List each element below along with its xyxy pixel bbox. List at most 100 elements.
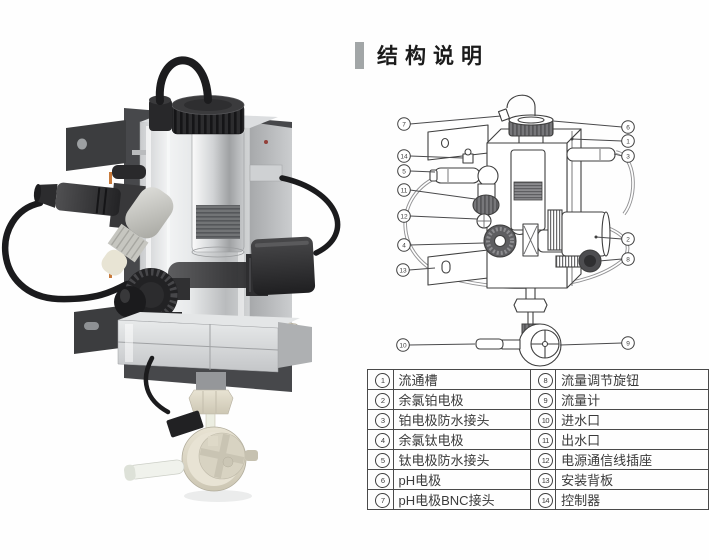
bracket-bottom — [427, 249, 489, 286]
ph-electrode — [101, 187, 174, 276]
product-photo-svg — [1, 56, 341, 502]
svg-text:10: 10 — [399, 342, 407, 349]
power-socket-fitting — [476, 213, 492, 229]
part-label-cell: 钛电极防水接头 — [392, 449, 531, 470]
diagram-callout-11: 11 — [397, 183, 476, 200]
part-num-cell: 7 — [367, 489, 394, 510]
part-num-cell: 1 — [367, 369, 394, 390]
section-title: 结构说明 — [377, 45, 489, 68]
table-row: 1 流通槽 8 流量调节旋钮 — [367, 369, 709, 390]
part-label-cell: 进水口 — [555, 409, 709, 430]
small-port — [112, 165, 146, 179]
adjust-knob — [114, 268, 190, 346]
svg-text:8: 8 — [626, 256, 630, 263]
top-cable-arc — [155, 56, 212, 105]
diagram-callout-14: 14 — [397, 149, 464, 163]
part-num-badge: 12 — [537, 453, 553, 469]
part-num-badge: 5 — [375, 453, 391, 469]
svg-text:5: 5 — [402, 168, 406, 175]
part-num-cell: 11 — [529, 429, 557, 450]
parts-table: 1 流通槽 8 流量调节旋钮 2 余氯铂电极 9 流量计 3 铂电极防水接头 1… — [367, 369, 709, 510]
inner-chamber — [510, 149, 546, 236]
part-label-cell: pH电极 — [392, 469, 531, 490]
bracket-top — [427, 124, 489, 161]
part-label-cell: pH电极BNC接头 — [392, 489, 531, 510]
platinum-electrode-cylinder — [547, 209, 611, 257]
part-num-badge: 4 — [375, 433, 391, 449]
part-num-cell: 9 — [529, 389, 557, 410]
svg-text:6: 6 — [626, 124, 630, 131]
part-num-cell: 3 — [367, 409, 394, 430]
svg-text:1: 1 — [626, 138, 630, 145]
part-num-cell: 2 — [367, 389, 394, 410]
svg-text:7: 7 — [402, 121, 406, 128]
diagram-callout-4: 4 — [397, 238, 485, 252]
part-num-cell: 13 — [529, 469, 557, 490]
titanium-electrode-wheel — [483, 224, 517, 258]
table-row: 5 钛电极防水接头 12 电源通信线插座 — [367, 449, 709, 470]
product-photo — [1, 56, 341, 502]
svg-text:4: 4 — [402, 242, 406, 249]
part-num-cell: 10 — [529, 409, 557, 430]
part-label-cell: 余氯钛电极 — [392, 429, 531, 450]
table-row: 2 余氯铂电极 9 流量计 — [367, 389, 709, 410]
bottom-plumbing — [188, 372, 234, 433]
inlet-tube — [123, 459, 185, 481]
header-accent-bar — [355, 41, 364, 69]
part-num-cell: 14 — [529, 489, 557, 510]
diagram-callout-13: 13 — [396, 263, 436, 277]
part-num-badge: 3 — [375, 413, 391, 429]
part-num-badge: 9 — [537, 393, 553, 409]
structure-diagram-svg: 7 14 5 11 12 4 13 10 6 1 3 2 8 9 — [396, 94, 635, 367]
right-port — [566, 147, 616, 162]
diagram-callout-2: 2 — [594, 232, 635, 246]
part-label-cell: 电源通信线插座 — [555, 449, 709, 470]
part-num-cell: 4 — [367, 429, 394, 450]
diagram-callout-1: 1 — [570, 134, 635, 148]
part-label-cell: 出水口 — [555, 429, 709, 450]
top-connector — [149, 95, 172, 131]
flow-adjust-knob — [555, 249, 602, 273]
part-num-badge: 7 — [375, 493, 391, 509]
inlet-port — [475, 338, 521, 350]
diagram-callout-6: 6 — [552, 120, 635, 134]
part-label-cell: 流量计 — [555, 389, 709, 410]
part-num-badge: 11 — [537, 433, 553, 449]
svg-text:12: 12 — [400, 213, 408, 220]
part-num-badge: 1 — [375, 373, 391, 389]
table-row: 3 铂电极防水接头 10 进水口 — [367, 409, 709, 430]
part-num-badge: 8 — [537, 373, 553, 389]
svg-text:13: 13 — [399, 267, 407, 274]
right-electrode-housing — [250, 236, 316, 296]
svg-text:9: 9 — [626, 340, 630, 347]
part-num-badge: 13 — [537, 473, 553, 489]
cable-connector — [166, 410, 204, 438]
outlet-valve-knob — [472, 183, 500, 216]
diagram-callout-7: 7 — [397, 115, 502, 131]
valve-14 — [462, 148, 474, 164]
svg-text:11: 11 — [401, 187, 408, 194]
diagram-callout-10: 10 — [396, 338, 476, 352]
svg-text:14: 14 — [400, 153, 408, 160]
cap-and-wire — [497, 94, 554, 144]
diagram-callout-8: 8 — [598, 252, 635, 266]
right-cable — [279, 175, 341, 256]
table-row: 6 pH电极 13 安装背板 — [367, 469, 709, 490]
part-label-cell: 铂电极防水接头 — [392, 409, 531, 430]
part-label-cell: 余氯铂电极 — [392, 389, 531, 410]
part-label-cell: 流量调节旋钮 — [555, 369, 709, 390]
part-num-badge: 2 — [375, 393, 391, 409]
part-num-badge: 14 — [537, 493, 553, 509]
diagram-callout-3: 3 — [613, 149, 635, 163]
flow-meter — [181, 426, 258, 502]
part-label-cell: 流通槽 — [392, 369, 531, 390]
structure-diagram: 7 14 5 11 12 4 13 10 6 1 3 2 8 9 — [388, 86, 640, 378]
part-label-cell: 安装背板 — [555, 469, 709, 490]
part-num-cell: 6 — [367, 469, 394, 490]
part-num-cell: 5 — [367, 449, 394, 470]
bottom-cable — [143, 355, 171, 415]
part-num-badge: 10 — [537, 413, 553, 429]
diagram-callout-9: 9 — [559, 336, 635, 350]
svg-text:3: 3 — [626, 153, 630, 160]
